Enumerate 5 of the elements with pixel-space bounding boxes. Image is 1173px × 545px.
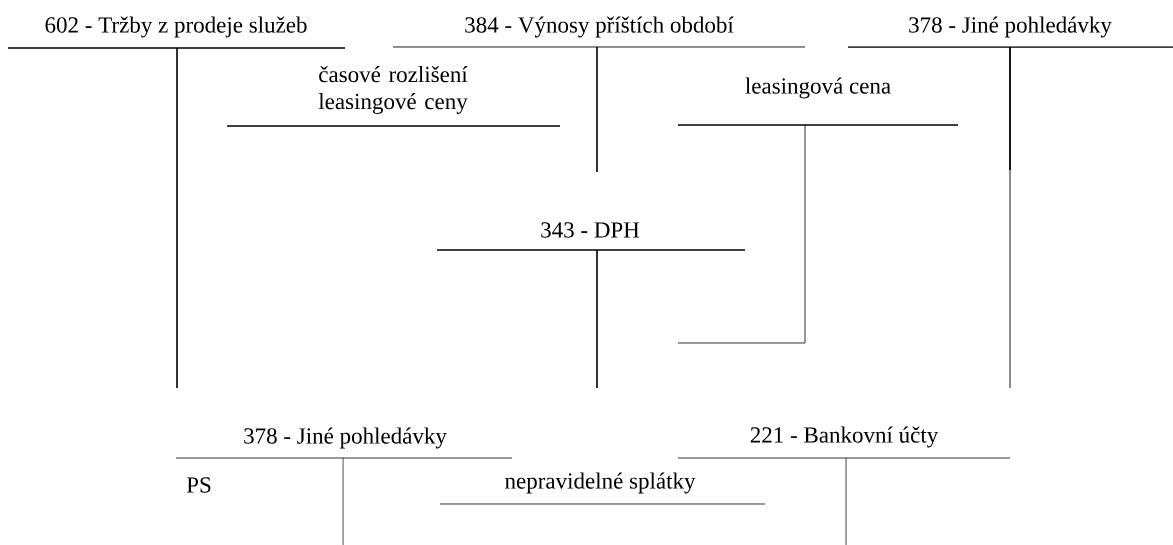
entry-label: nepravidelné splátky [505, 472, 696, 494]
entry-label: časové rozlišení leasingové ceny [318, 66, 468, 114]
entry-label: PS [186, 477, 211, 493]
entry-label: leasingová cena [745, 77, 891, 99]
t-account: 343 - DPH [436, 222, 746, 389]
